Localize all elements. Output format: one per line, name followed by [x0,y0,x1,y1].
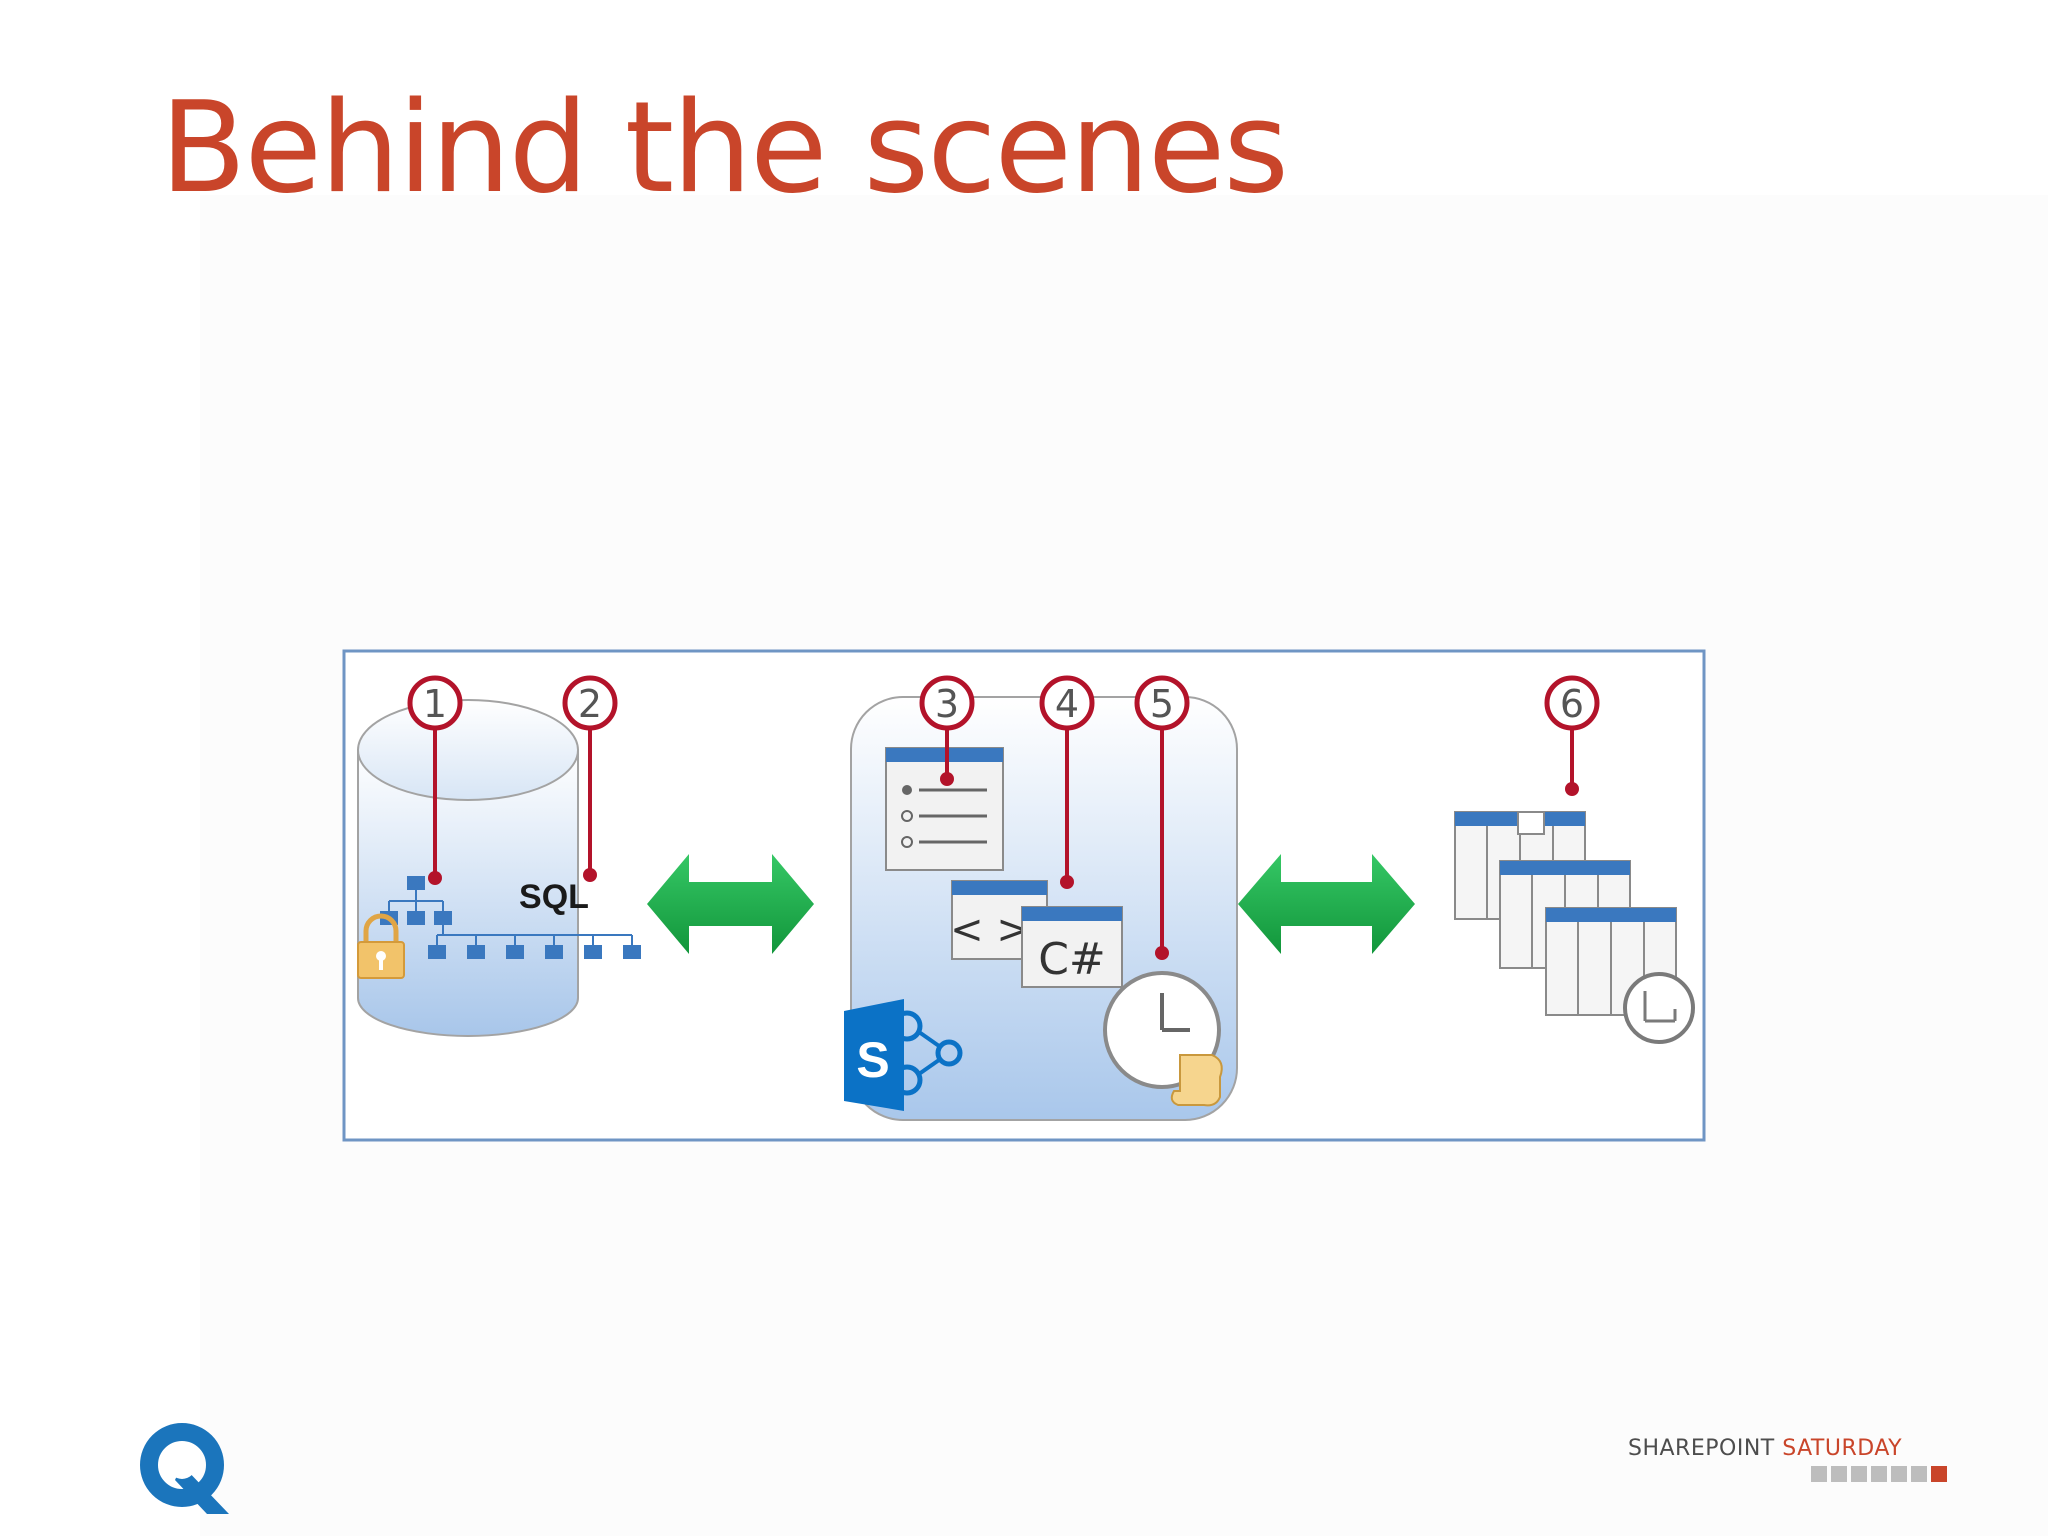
callout-6: 6 [1544,675,1600,731]
brand-wordmark: SHAREPOINT SATURDAY [1628,1438,1902,1460]
callout-2: 2 [562,675,618,731]
brand-block [1911,1466,1927,1482]
callout-number: 4 [1055,682,1079,726]
sharepoint-logo: S [844,999,963,1111]
list-page-icon [885,747,1004,871]
hierarchy-icon [380,876,641,959]
callout-3: 3 [919,675,975,731]
organization-logo [135,1418,235,1518]
sharepoint-letter: S [856,1032,889,1088]
brand-block-accent [1931,1466,1947,1482]
database-cylinder [357,699,579,1037]
csharp-label: C# [1038,934,1106,985]
callout-number: 2 [578,682,602,726]
table-stack-icon [1454,811,1695,1044]
csharp-page-icon: C# [1021,906,1123,988]
brand-block [1831,1466,1847,1482]
lock-icon [357,913,405,979]
brand-blocks [1811,1466,1947,1482]
sharepoint-saturday-logo: SHAREPOINT SATURDAY [1628,1438,1958,1488]
left-double-arrow [647,854,814,954]
brand-sharepoint: SHAREPOINT [1628,1436,1783,1461]
callout-number: 5 [1150,682,1174,726]
brand-saturday: SATURDAY [1782,1436,1903,1461]
callout-connectors [428,703,1579,960]
brand-block [1851,1466,1867,1482]
callout-number: 1 [423,682,447,726]
small-clock-icon [1623,972,1695,1044]
right-double-arrow [1238,854,1415,954]
brand-block [1871,1466,1887,1482]
callout-number: 6 [1560,682,1584,726]
callout-number: 3 [935,682,959,726]
brand-block [1811,1466,1827,1482]
slide-title: Behind the scenes [160,74,1289,221]
sql-label: SQL [519,878,589,916]
architecture-diagram: SQL < > [342,649,1706,1142]
callout-1: 1 [407,675,463,731]
brand-block [1891,1466,1907,1482]
scroll-icon [1170,1054,1223,1107]
callout-4: 4 [1039,675,1095,731]
callout-5: 5 [1134,675,1190,731]
code-label: < > [950,907,1030,953]
